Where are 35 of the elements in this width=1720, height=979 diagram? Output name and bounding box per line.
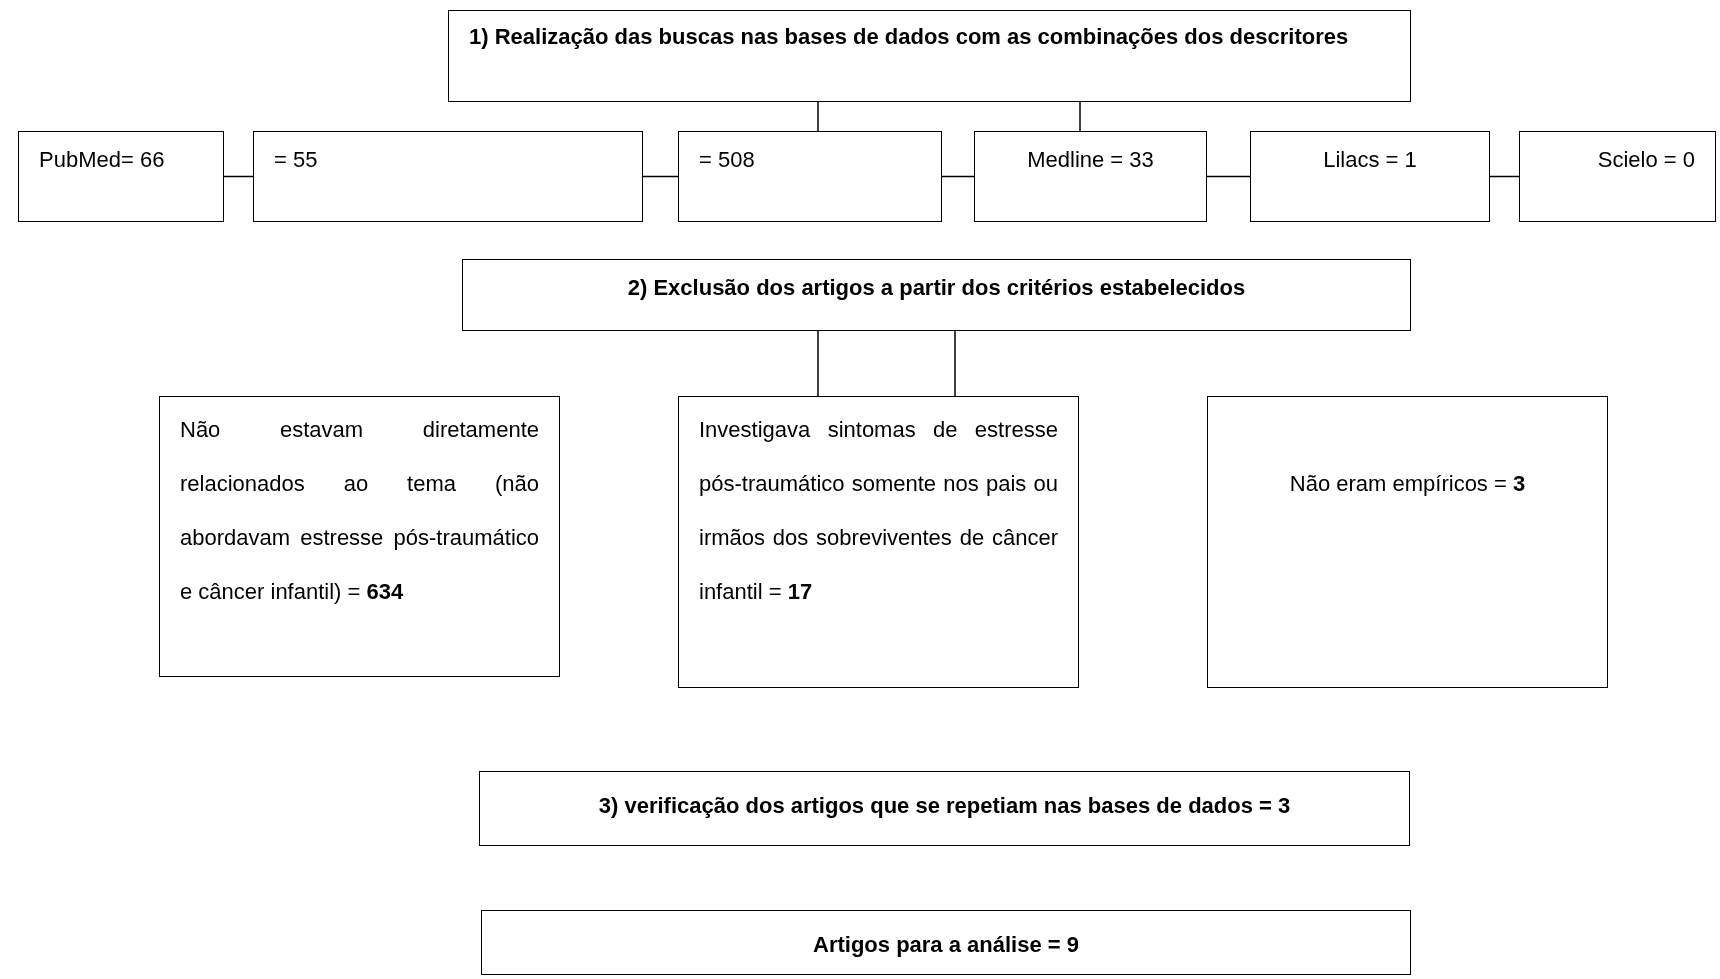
connector-line <box>223 175 254 178</box>
connector-line <box>1489 175 1520 178</box>
box-text: 1) Realização das buscas nas bases de dados com as combinações dos descritores <box>469 23 1350 51</box>
connector-line <box>941 175 975 178</box>
process-box <box>678 131 942 222</box>
box-text: Investigava sintomas de estresse pós-traumático somente nos pais ou irmãos dos sobreviventes de câncer infantil = 17 <box>699 416 1058 606</box>
process-box <box>479 771 1410 846</box>
box-text: Artigos para a análise = 9 <box>812 931 1080 959</box>
box-text: Não eram empíricos = 3 <box>1288 470 1527 498</box>
box-text: Scielo = 0 <box>1596 146 1695 174</box>
box-text: = 55 <box>274 146 319 174</box>
process-box <box>481 910 1411 975</box>
box-text: Lilacs = 1 <box>1322 146 1418 174</box>
connector-line <box>954 330 956 397</box>
box-text: 3) verificação dos artigos que se repetiam nas bases de dados = 3 <box>597 792 1292 820</box>
process-box <box>462 259 1411 331</box>
box-text: 2) Exclusão dos artigos a partir dos critérios estabelecidos <box>626 274 1247 302</box>
connector-line <box>642 175 679 178</box>
connector-line <box>817 330 819 397</box>
process-box <box>678 396 1079 688</box>
process-box <box>448 10 1411 102</box>
process-box <box>974 131 1207 222</box>
process-box <box>18 131 224 222</box>
box-text: PubMed= 66 <box>39 146 166 174</box>
box-text: Medline = 33 <box>1026 146 1155 174</box>
process-box <box>253 131 643 222</box>
box-text: = 508 <box>699 146 756 174</box>
process-box <box>159 396 560 677</box>
box-text: Não estavam diretamente relacionados ao tema (não abordavam estresse pós-traumático e câncer infantil) = 634 <box>180 416 539 606</box>
process-box <box>1250 131 1490 222</box>
connector-line <box>1206 175 1251 178</box>
process-box <box>1519 131 1716 222</box>
connector-line <box>817 101 819 132</box>
connector-line <box>1079 101 1081 132</box>
process-box <box>1207 396 1608 688</box>
